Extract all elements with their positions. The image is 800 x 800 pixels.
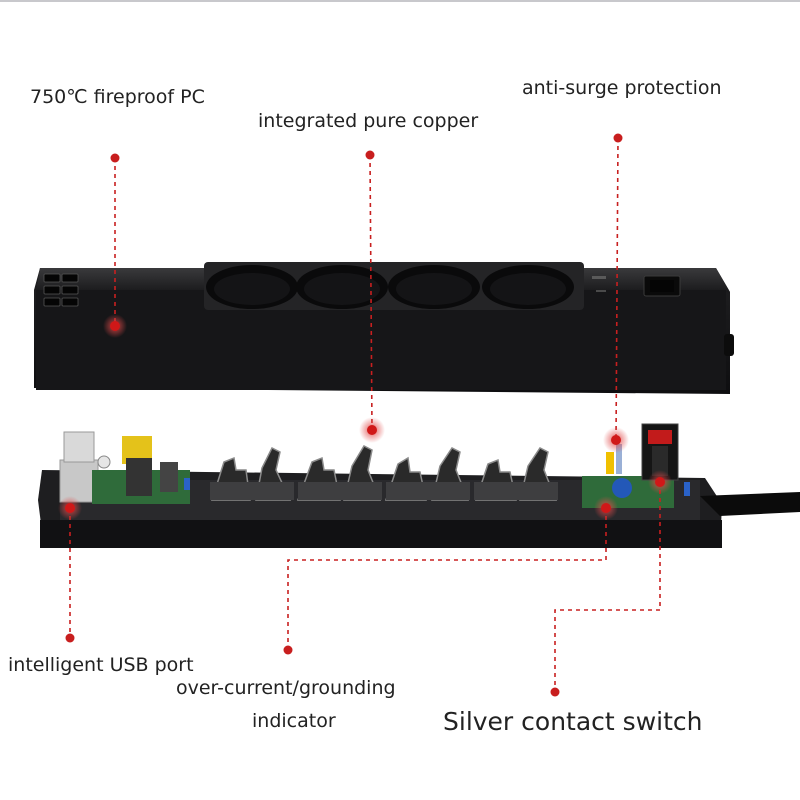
callout-dot-icon <box>110 153 120 163</box>
callout-dot-icon <box>283 645 293 655</box>
callout-dot-icon <box>550 687 560 697</box>
power-strip-assembled <box>34 262 734 394</box>
power-cable <box>700 492 800 516</box>
usb-ports-icon <box>43 273 79 307</box>
socket-icon <box>296 265 388 309</box>
callout-dot-icon <box>65 633 75 643</box>
cable-stub <box>724 334 734 356</box>
socket-icon <box>206 265 298 309</box>
indicator-light-icon <box>592 276 606 279</box>
label-copper: integrated pure copper <box>258 110 479 132</box>
label-switch: Silver contact switch <box>443 707 703 736</box>
callout-dots <box>58 133 672 697</box>
callout-dot-icon <box>613 133 623 143</box>
power-strip-internals <box>38 423 800 548</box>
usb-board-icon <box>59 431 190 504</box>
socket-icon <box>388 265 480 309</box>
label-surge: anti-surge protection <box>522 77 722 99</box>
callout-lines <box>69 137 661 690</box>
label-usb: intelligent USB port <box>8 654 194 676</box>
socket-icon <box>482 265 574 309</box>
copper-clips-icon <box>210 445 558 501</box>
label-fireproof: 750℃ fireproof PC <box>30 86 205 108</box>
callout-dot-icon <box>365 150 375 160</box>
top-divider <box>0 0 800 2</box>
label-overcurrent-line1: over-current/grounding <box>176 677 396 699</box>
label-overcurrent-line2: indicator <box>252 710 336 732</box>
